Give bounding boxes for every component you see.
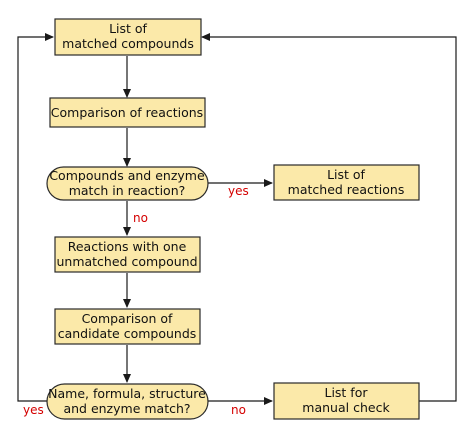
nodes: List of matched compounds Comparison of … — [46, 18, 420, 420]
edge-label-yes-matched-compounds: yes — [23, 403, 44, 417]
node-decision-match-reaction: Compounds and enzyme match in reaction? — [46, 166, 209, 201]
node-comparison-candidates-line-1: Comparison of — [82, 311, 173, 326]
node-decision-match-reaction-line-2: match in reaction? — [69, 183, 186, 198]
node-manual-check-line-2: manual check — [302, 400, 390, 415]
edge-label-yes-matched-reactions: yes — [228, 184, 249, 198]
node-matched-compounds-line-1: List of — [109, 21, 147, 36]
node-reactions-unmatched-line-2: unmatched compound — [56, 254, 197, 269]
edge-label-no-manual-check: no — [231, 403, 246, 417]
node-matched-reactions-line-2: matched reactions — [288, 182, 405, 197]
node-comparison-candidates-line-2: candidate compounds — [58, 326, 197, 341]
node-decision-name-formula-line-1: Name, formula, structure — [48, 386, 206, 401]
edge-label-no-reactions-unmatched: no — [133, 211, 148, 225]
node-comparison-reactions-line-1: Comparison of reactions — [51, 105, 203, 120]
node-reactions-unmatched: Reactions with one unmatched compound — [54, 236, 201, 273]
node-manual-check-line-1: List for — [324, 385, 368, 400]
node-matched-reactions: List of matched reactions — [273, 164, 420, 201]
edge-decision-name-formula-to-matched-compounds — [17, 33, 54, 402]
node-decision-match-reaction-line-1: Compounds and enzyme — [49, 168, 205, 183]
node-reactions-unmatched-line-1: Reactions with one — [68, 239, 187, 254]
edge-labels: yes no no yes — [23, 184, 249, 417]
node-comparison-candidates: Comparison of candidate compounds — [54, 308, 201, 345]
node-manual-check: List for manual check — [273, 382, 420, 420]
edges — [17, 33, 457, 405]
node-matched-reactions-line-1: List of — [327, 167, 365, 182]
node-comparison-reactions: Comparison of reactions — [49, 97, 206, 128]
node-matched-compounds-line-2: matched compounds — [62, 36, 194, 51]
edge-manual-check-to-matched-compounds — [201, 33, 457, 402]
node-decision-name-formula-line-2: and enzyme match? — [63, 401, 190, 416]
node-matched-compounds: List of matched compounds — [54, 18, 202, 56]
node-decision-name-formula: Name, formula, structure and enzyme matc… — [46, 383, 209, 420]
